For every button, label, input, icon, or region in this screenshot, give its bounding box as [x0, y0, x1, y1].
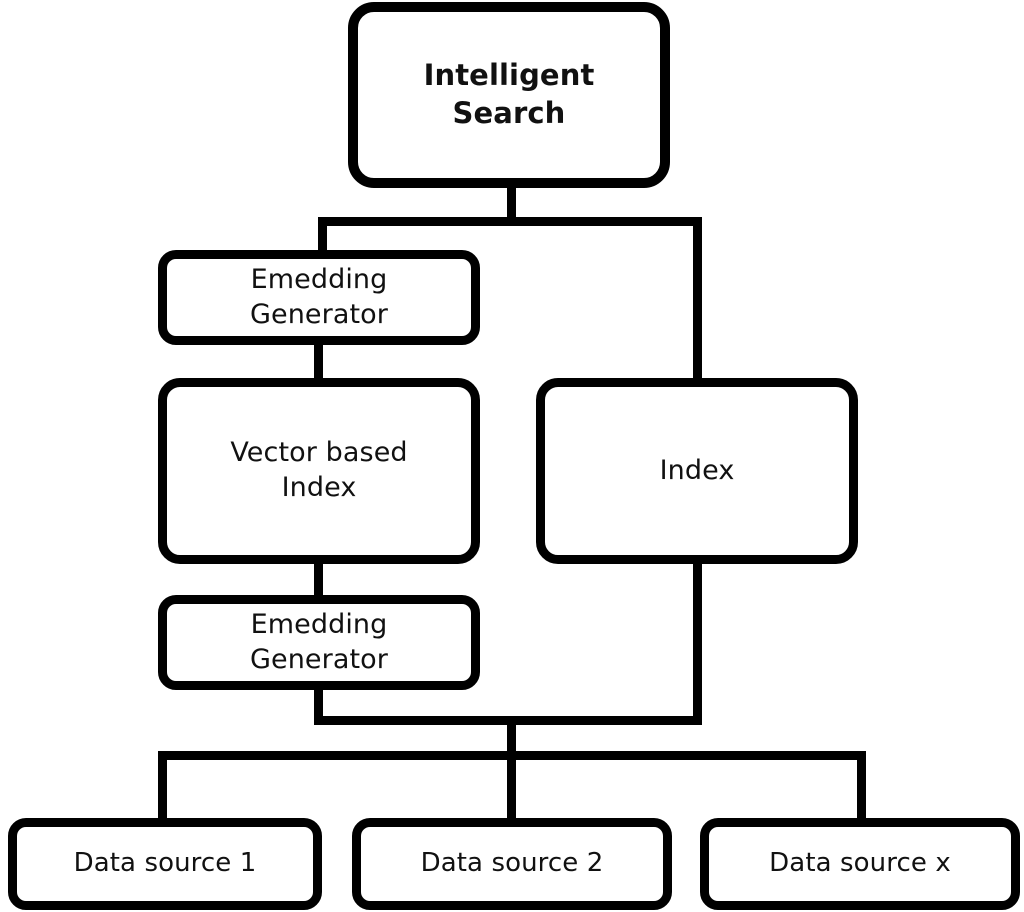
connector-vector-index-to-embedding-bottom: [314, 556, 323, 604]
node-intelligent-search-label: Intelligent Search: [423, 58, 595, 130]
node-embedding-generator-top[interactable]: Emedding Generator: [158, 250, 480, 345]
connector-to-index: [693, 217, 702, 387]
node-embedding-generator-top-label: Emedding Generator: [249, 263, 388, 330]
node-data-source-2-label: Data source 2: [420, 848, 604, 879]
node-data-source-x[interactable]: Data source x: [700, 818, 1020, 910]
node-vector-based-index-label: Vector based Index: [230, 437, 408, 503]
node-intelligent-search[interactable]: Intelligent Search: [348, 2, 670, 188]
node-index-label: Index: [659, 454, 735, 486]
connector-index-down: [693, 556, 702, 724]
node-data-source-1[interactable]: Data source 1: [8, 818, 322, 910]
connector-to-data-source-1: [158, 751, 167, 825]
node-embedding-generator-bottom[interactable]: Emedding Generator: [158, 595, 480, 690]
connector-to-data-source-2: [507, 751, 516, 825]
connector-split-bar-top: [318, 217, 702, 226]
connector-embedding-top-to-vector-index: [314, 338, 323, 386]
connector-embedding-bottom-down: [314, 683, 323, 725]
connector-merge-to-sources: [507, 716, 516, 760]
connector-root-down: [507, 180, 516, 226]
connector-to-data-source-x: [857, 751, 866, 825]
node-data-source-x-label: Data source x: [769, 848, 951, 879]
node-vector-based-index[interactable]: Vector based Index: [158, 378, 480, 564]
node-embedding-generator-bottom-label: Emedding Generator: [249, 608, 388, 675]
node-data-source-1-label: Data source 1: [73, 848, 257, 879]
node-data-source-2[interactable]: Data source 2: [352, 818, 672, 910]
connector-to-embedding-top: [318, 217, 327, 259]
node-index[interactable]: Index: [536, 378, 858, 564]
